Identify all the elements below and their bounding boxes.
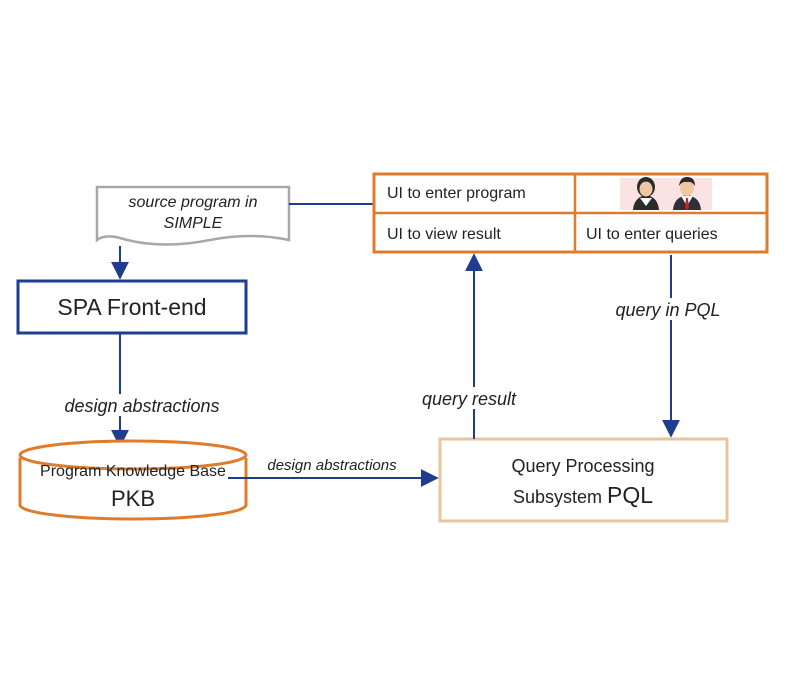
source-program-document: source program in SIMPLE	[95, 185, 291, 246]
ui-enter-queries-label: UI to enter queries	[586, 226, 718, 243]
ui-view-result-label: UI to view result	[387, 226, 501, 243]
query-in-pql-label: query in PQL	[615, 300, 720, 320]
label-backdrop	[606, 298, 732, 320]
woman-user-icon	[633, 177, 659, 210]
qps-line1: Query Processing	[511, 456, 654, 476]
spa-front-end-box: SPA Front-end	[16, 279, 248, 335]
spa-front-end-label: SPA Front-end	[57, 294, 206, 320]
man-user-icon	[673, 177, 701, 210]
pkb-cylinder: Program Knowledge Base PKB	[18, 439, 248, 521]
pkb-line1: Program Knowledge Base	[40, 463, 226, 480]
qps-line2-suffix: PQL	[607, 482, 653, 508]
source-program-line1: source program in	[129, 194, 258, 211]
pkb-line2: PKB	[111, 486, 155, 511]
users-icon	[620, 177, 712, 210]
label-backdrop	[48, 394, 238, 416]
source-program-line2: SIMPLE	[164, 215, 223, 232]
qps-line2-prefix: Subsystem	[513, 487, 607, 507]
qps-line2: Subsystem PQL	[513, 482, 653, 508]
label-backdrop	[410, 387, 528, 409]
ui-panel: UI to enter program UI to view result UI…	[372, 172, 769, 254]
design-abstractions-horizontal-label: design abstractions	[267, 457, 397, 474]
ui-enter-program-label: UI to enter program	[387, 185, 526, 202]
query-processing-box: Query Processing Subsystem PQL	[438, 437, 729, 523]
design-abstractions-vertical-label: design abstractions	[64, 396, 219, 416]
query-result-label: query result	[422, 389, 517, 409]
